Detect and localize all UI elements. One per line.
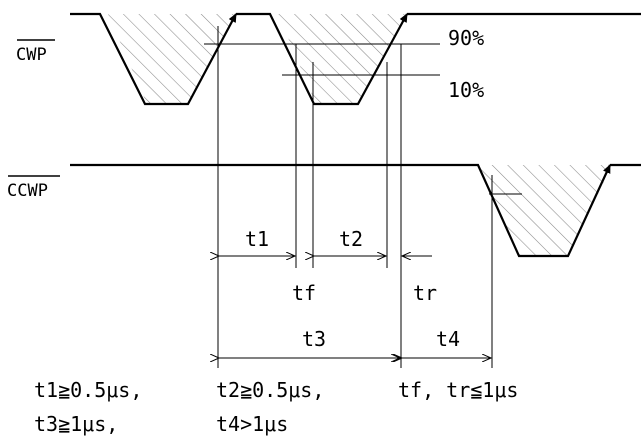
ccwp-label: CCWP [7, 181, 48, 201]
cwp-label: CWP [16, 45, 47, 65]
level-90-label: 90% [448, 26, 484, 50]
tr-label: tr [413, 281, 437, 305]
t1-label: t1 [245, 227, 269, 251]
condition-t2: t2≧0.5μs, [216, 378, 324, 402]
condition-t3: t3≧1μs, [34, 412, 118, 436]
t4-label: t4 [436, 327, 460, 351]
level-10-label: 10% [448, 78, 484, 102]
cwp-pulse1-hatch [108, 14, 236, 104]
t3-label: t3 [302, 327, 326, 351]
condition-tf-tr: tf, tr≦1μs [398, 378, 518, 402]
condition-t4: t4>1μs [216, 412, 288, 436]
cwp-signal-line-2 [236, 12, 408, 106]
cwp-signal-line [70, 12, 237, 106]
ccwp-label-group: CCWP [7, 175, 60, 201]
tf-label: tf [292, 281, 316, 305]
cwp-pulse2-hatch [278, 14, 407, 104]
ccwp-signal-line [70, 163, 611, 258]
cwp-waveform [70, 12, 641, 106]
ccwp-waveform [70, 163, 641, 258]
t2-label: t2 [339, 227, 363, 251]
dimension-arrows [219, 256, 491, 358]
cwp-label-group: CWP [16, 39, 55, 65]
condition-t1: t1≧0.5μs, [34, 378, 142, 402]
guide-lines [217, 26, 493, 368]
